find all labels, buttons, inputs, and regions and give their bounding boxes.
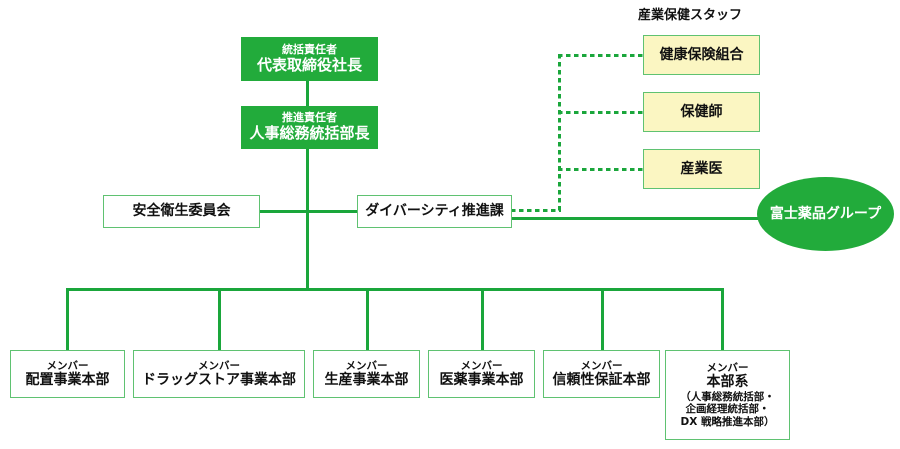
connector-president-to-promotion: [306, 80, 309, 106]
node-occupational-physician[interactable]: 産業医: [643, 149, 760, 189]
member-role-label: メンバー: [706, 361, 749, 374]
node-health-insurance-union[interactable]: 健康保険組合: [643, 35, 760, 75]
node-member-drugstore[interactable]: メンバー ドラッグストア事業本部: [133, 350, 305, 398]
promotion-officer-role: 推進責任者: [282, 111, 337, 125]
node-member-haichi[interactable]: メンバー 配置事業本部: [10, 350, 125, 398]
connector-member-drop-4: [481, 288, 484, 350]
group-company-title: 富士薬品グループ: [769, 205, 882, 222]
member-detail-line-3: DX 戦略推進本部）: [680, 415, 775, 428]
member-title: ドラッグストア事業本部: [142, 371, 296, 388]
connector-member-drop-5: [601, 288, 604, 350]
top-officer-role: 統括責任者: [282, 42, 337, 56]
health-staff-caption: 産業保健スタッフ: [638, 8, 743, 23]
connector-member-drop-3: [366, 288, 369, 350]
member-title: 本部系: [706, 374, 749, 391]
connector-member-bus: [66, 288, 724, 291]
node-safety-committee[interactable]: 安全衛生委員会: [103, 195, 260, 228]
dotted-connector-diversity-to-spine: [511, 209, 561, 212]
member-title: 医薬事業本部: [439, 371, 524, 388]
node-public-health-nurse[interactable]: 保健師: [643, 92, 760, 132]
member-detail-line-2: 企画経理統括部・: [685, 403, 770, 416]
node-group-company[interactable]: 富士薬品グループ: [757, 177, 894, 251]
connector-member-drop-2: [218, 288, 221, 350]
member-role-label: メンバー: [580, 359, 623, 372]
node-diversity-section[interactable]: ダイバーシティ推進課: [357, 195, 512, 228]
dotted-connector-spine: [558, 54, 561, 212]
diversity-section-title: ダイバーシティ推進課: [365, 203, 504, 220]
dotted-connector-to-health-insurance: [558, 54, 644, 57]
member-title: 信頼性保証本部: [552, 371, 651, 388]
dotted-connector-to-nurse: [558, 111, 644, 114]
member-detail-line-1: （人事総務統括部・: [680, 390, 775, 403]
connector-member-drop-6: [721, 288, 724, 350]
dotted-connector-to-doctor: [558, 168, 644, 171]
node-member-production[interactable]: メンバー 生産事業本部: [313, 350, 420, 398]
member-role-label: メンバー: [198, 359, 240, 372]
member-title: 生産事業本部: [324, 371, 409, 388]
node-promotion-officer[interactable]: 推進責任者 人事総務統括部長: [241, 106, 378, 149]
member-title: 配置事業本部: [25, 371, 110, 388]
member-role-label: メンバー: [46, 359, 89, 372]
node-member-pharmaceutical[interactable]: メンバー 医薬事業本部: [428, 350, 535, 398]
member-role-label: メンバー: [345, 359, 388, 372]
safety-committee-title: 安全衛生委員会: [132, 203, 231, 220]
node-member-headquarters[interactable]: メンバー 本部系 （人事総務統括部・ 企画経理統括部・ DX 戦略推進本部）: [665, 350, 790, 440]
occupational-physician-title: 産業医: [680, 160, 723, 177]
top-officer-title: 代表取締役社長: [256, 55, 362, 74]
connector-member-drop-1: [66, 288, 69, 350]
public-health-nurse-title: 保健師: [680, 103, 723, 120]
connector-trunk-to-members: [306, 210, 309, 290]
promotion-officer-title: 人事総務統括部長: [249, 124, 370, 143]
connector-promotion-down: [306, 148, 309, 213]
connector-diversity-to-group: [511, 217, 761, 220]
connector-safety-to-diversity: [259, 210, 359, 213]
node-top-officer[interactable]: 統括責任者 代表取締役社長: [241, 37, 378, 81]
member-role-label: メンバー: [460, 359, 503, 372]
node-member-reliability[interactable]: メンバー 信頼性保証本部: [543, 350, 660, 398]
health-insurance-union-title: 健康保険組合: [659, 46, 744, 63]
